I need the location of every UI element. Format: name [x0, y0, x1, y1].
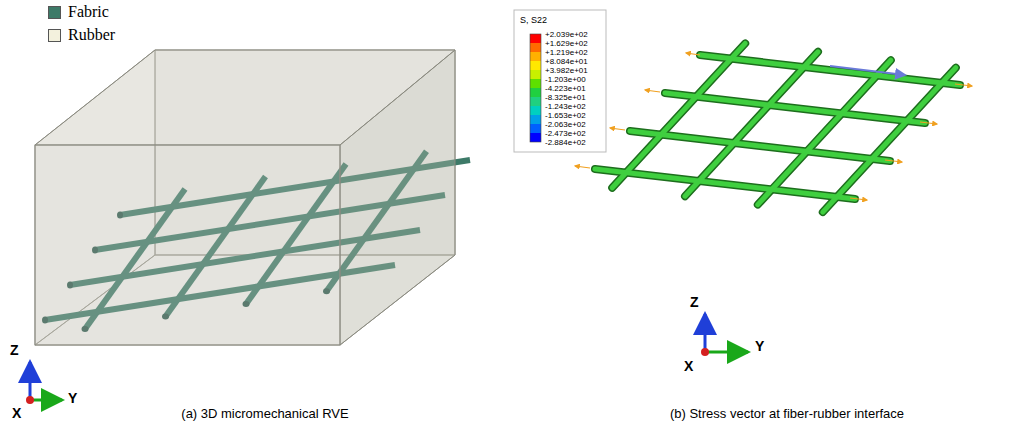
axis-label: Y: [68, 390, 77, 406]
stressed-fibers-outline: [595, 43, 960, 212]
interface-stress-vectors: [575, 53, 972, 200]
colorbar-value: +2.039e+02: [545, 30, 588, 39]
axis-label: Y: [755, 338, 764, 354]
panel-caption: (a) 3D micromechanical RVE: [181, 406, 348, 422]
colorbar-value: -1.243e+02: [545, 102, 586, 111]
colorbar-value: -2.884e+02: [545, 138, 586, 147]
panel-caption: (b) Stress vector at fiber-rubber interf…: [670, 406, 904, 422]
colorbar-value: +8.084e+01: [545, 57, 588, 66]
axis-label: Z: [10, 342, 19, 358]
axis-label: X: [12, 405, 21, 421]
rubber-block-front: [35, 50, 455, 345]
contour-colorbar: [514, 10, 606, 152]
colorbar-value: -1.203e+00: [545, 75, 586, 84]
stressed-fibers: [595, 43, 960, 212]
colorbar-value: +1.629e+02: [545, 39, 588, 48]
colorbar-value: -1.653e+02: [545, 111, 586, 120]
colorbar-value: +1.219e+02: [545, 48, 588, 57]
axis-label: X: [684, 358, 693, 374]
colorbar-value: -4.223e+01: [545, 84, 586, 93]
colorbar-value: -2.473e+02: [545, 129, 586, 138]
legend-text: Fabric: [68, 3, 109, 21]
axis-label: Z: [690, 294, 699, 310]
legend-swatch: [48, 29, 61, 42]
colorbar-value: +3.982e+01: [545, 66, 588, 75]
legend-swatch: [48, 6, 61, 19]
rubber-block: [35, 50, 455, 345]
legend-text: Rubber: [68, 26, 115, 44]
colorbar-value: -8.325e+01: [545, 93, 586, 102]
colorbar-title: S, S22: [520, 15, 547, 26]
axis-triad: [701, 314, 748, 356]
axis-triad: [26, 362, 62, 404]
colorbar-value: -2.063e+02: [545, 120, 586, 129]
